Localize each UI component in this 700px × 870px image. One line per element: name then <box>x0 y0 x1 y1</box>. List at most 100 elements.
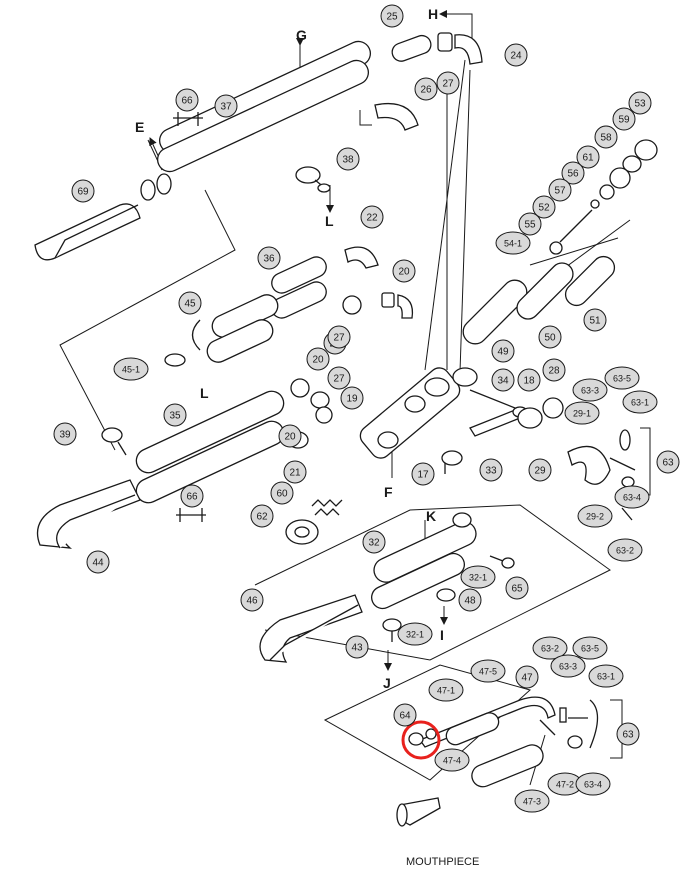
callout-c65: 65 <box>505 576 529 600</box>
part-24 <box>437 32 483 65</box>
part-25 <box>391 34 432 62</box>
part-33 <box>441 450 463 474</box>
callout-bubble <box>576 145 600 169</box>
callout-c321a: 32-1 <box>460 565 496 589</box>
callout-bubble <box>491 368 515 392</box>
callout-c46: 46 <box>240 588 264 612</box>
part-64 <box>408 728 437 746</box>
callout-c43: 43 <box>345 635 369 659</box>
callout-bubble <box>240 588 264 612</box>
callout-bubble <box>628 91 652 115</box>
callout-bubble <box>250 504 274 528</box>
part-48 <box>436 588 456 602</box>
part-39 <box>101 427 127 456</box>
callout-c36: 36 <box>257 246 281 270</box>
callout-c33: 33 <box>479 458 503 482</box>
callout-bubble <box>53 422 77 446</box>
callout-c66b: 66 <box>180 484 204 508</box>
callout-c50: 50 <box>538 325 562 349</box>
callout-bubble <box>362 530 386 554</box>
callout-c473: 47-3 <box>514 789 550 813</box>
callout-label: 29 <box>534 466 546 477</box>
callout-c631a: 63-1 <box>622 390 658 414</box>
callout-bubble <box>428 678 464 702</box>
callout-bubble <box>283 460 307 484</box>
callout-bubble <box>414 77 438 101</box>
callout-label: 35 <box>169 411 181 422</box>
callout-c61: 61 <box>576 145 600 169</box>
callout-c20c: 20 <box>278 424 302 448</box>
callout-label: 48 <box>464 596 476 607</box>
part-36 <box>271 256 327 319</box>
callout-label: 52 <box>538 203 550 214</box>
callout-label: 57 <box>554 186 566 197</box>
callout-label: 29-2 <box>586 512 604 522</box>
callout-label: 33 <box>485 466 497 477</box>
callout-c474: 47-4 <box>434 748 470 772</box>
callout-label: 63-1 <box>631 398 649 408</box>
callout-c291: 29-1 <box>564 401 600 425</box>
callout-c634a: 63-4 <box>614 485 650 509</box>
part-26 <box>374 102 419 131</box>
center-body <box>359 367 521 459</box>
callout-bubble <box>622 390 658 414</box>
callout-c44: 44 <box>86 550 110 574</box>
callout-label: 63-4 <box>623 493 641 503</box>
letter-H: H <box>428 6 438 22</box>
callout-bubble <box>607 538 643 562</box>
callout-bubble <box>564 401 600 425</box>
callout-label: 60 <box>276 489 288 500</box>
callout-c21: 21 <box>283 460 307 484</box>
callout-c471: 47-1 <box>428 678 464 702</box>
callout-label: 25 <box>386 12 398 23</box>
callout-c29: 29 <box>528 458 552 482</box>
callout-c53: 53 <box>628 91 652 115</box>
callout-bubble <box>561 161 585 185</box>
callout-c632b: 63-2 <box>532 636 568 660</box>
callout-c60: 60 <box>270 481 294 505</box>
callout-c635b: 63-5 <box>572 636 608 660</box>
callout-bubble <box>518 212 542 236</box>
outer-slide-upper <box>140 40 371 201</box>
callout-bubble <box>550 654 586 678</box>
callout-bubble <box>178 291 202 315</box>
callout-bubble <box>616 722 640 746</box>
callout-label: 27 <box>333 333 345 344</box>
callout-label: 29-1 <box>573 409 591 419</box>
callout-c63b: 63 <box>616 722 640 746</box>
callout-label: 38 <box>342 155 354 166</box>
callout-bubble <box>517 368 541 392</box>
letter-K: K <box>426 508 436 524</box>
callout-bubble <box>163 403 187 427</box>
callout-label: 51 <box>589 316 601 327</box>
callout-bubble <box>345 635 369 659</box>
callout-c541: 54-1 <box>495 231 531 255</box>
callout-label: 63-4 <box>584 780 602 790</box>
inner-slide-35 <box>135 390 285 504</box>
callout-bubble <box>532 195 556 219</box>
callout-label: 59 <box>618 115 630 126</box>
callout-bubble <box>336 147 360 171</box>
callout-c27c: 27 <box>327 366 351 390</box>
part-38 <box>295 166 331 193</box>
part-65 <box>489 555 515 569</box>
callout-label: 24 <box>510 51 522 62</box>
part-45 <box>164 294 279 367</box>
letter-G: G <box>296 27 307 43</box>
callout-c35: 35 <box>163 403 187 427</box>
callout-label: 58 <box>600 133 612 144</box>
callout-label: 17 <box>417 470 429 481</box>
callout-label: 65 <box>511 584 523 595</box>
callout-c52: 52 <box>532 195 556 219</box>
callout-c633b: 63-3 <box>550 654 586 678</box>
letter-I: I <box>440 627 444 643</box>
callout-label: 66 <box>181 96 193 107</box>
part-43 <box>382 618 402 642</box>
callout-bubble <box>575 772 611 796</box>
callout-bubble <box>86 550 110 574</box>
callout-bubble <box>393 703 417 727</box>
callout-bubble <box>360 205 384 229</box>
callout-c321b: 32-1 <box>397 622 433 646</box>
callout-label: 43 <box>351 643 363 654</box>
